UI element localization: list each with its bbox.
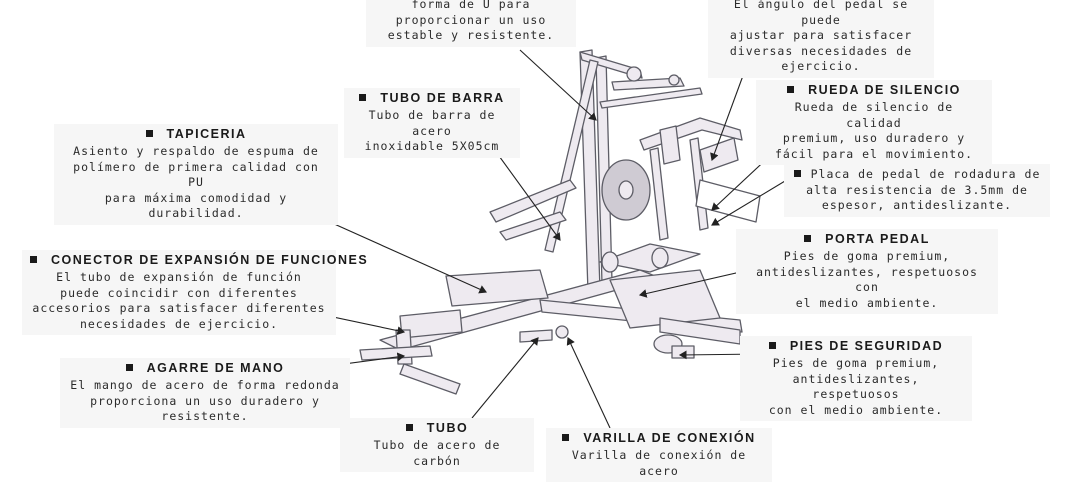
callout-title: AGARRE DE MANO: [68, 361, 342, 375]
callout-body: Asiento y respaldo de espuma de polímero…: [73, 144, 319, 220]
square-bullet-icon: [768, 342, 776, 349]
callout-pedal-angle: El ángulo del pedal se puede ajustar par…: [708, 0, 934, 78]
callout-body: El mango de acero de forma redonda propo…: [70, 378, 340, 423]
callout-body: Placa de pedal de rodadura de alta resis…: [792, 167, 1042, 214]
square-bullet-icon: [359, 94, 367, 101]
callout-body: Tubo de barra de acero inoxidable 5X05cm: [364, 108, 500, 153]
callout-body: Tubo de acero de carbón: [373, 438, 501, 468]
callout-placa-pedal: Placa de pedal de rodadura de alta resis…: [784, 164, 1050, 217]
callout-conector-expansion: CONECTOR DE EXPANSIÓN DE FUNCIONES El tu…: [22, 250, 367, 335]
callout-u-frame: forma de U para proporcionar un uso esta…: [366, 0, 576, 47]
callout-body: Pies de goma premium, antideslizantes, r…: [768, 356, 944, 417]
callout-title: CONECTOR DE EXPANSIÓN DE FUNCIONES: [30, 253, 367, 267]
callout-body: forma de U para proporcionar un uso esta…: [387, 0, 555, 42]
callout-title: TUBO DE BARRA: [352, 91, 512, 105]
callout-title: PORTA PEDAL: [744, 232, 990, 246]
callout-porta-pedal: PORTA PEDAL Pies de goma premium, antide…: [736, 229, 998, 314]
square-bullet-icon: [562, 434, 570, 441]
callout-pies-de-seguridad: PIES DE SEGURIDAD Pies de goma premium, …: [740, 336, 972, 421]
callout-tubo: TUBO Tubo de acero de carbón: [340, 418, 534, 472]
square-bullet-icon: [30, 256, 37, 263]
square-bullet-icon: [125, 364, 133, 371]
callout-title: TUBO: [348, 421, 526, 435]
callout-body: El tubo de expansión de función puede co…: [32, 270, 326, 331]
callout-agarre-de-mano: AGARRE DE MANO El mango de acero de form…: [60, 358, 350, 428]
callout-body: Varilla de conexión de acero: [571, 448, 747, 478]
square-bullet-icon: [793, 170, 801, 177]
callout-body: El ángulo del pedal se puede ajustar par…: [729, 0, 913, 73]
callout-tubo-de-barra: TUBO DE BARRA Tubo de barra de acero ino…: [344, 88, 520, 158]
callout-varilla-de-conexion: VARILLA DE CONEXIÓN Varilla de conexión …: [546, 428, 772, 482]
callout-tapiceria: TAPICERIA Asiento y respaldo de espuma d…: [54, 124, 338, 225]
square-bullet-icon: [405, 424, 413, 431]
callout-title: VARILLA DE CONEXIÓN: [554, 431, 764, 445]
square-bullet-icon: [145, 130, 153, 137]
machine-frame: [359, 49, 761, 395]
callout-body: Pies de goma premium, antideslizantes, r…: [756, 249, 978, 310]
callout-rueda-de-silencio: RUEDA DE SILENCIO Rueda de silencio de c…: [756, 80, 992, 165]
square-bullet-icon: [804, 235, 812, 242]
callout-body: Rueda de silencio de calidad premium, us…: [774, 100, 974, 161]
callout-title: TAPICERIA: [62, 127, 330, 141]
callout-title: PIES DE SEGURIDAD: [748, 339, 964, 353]
callout-title: RUEDA DE SILENCIO: [764, 83, 984, 97]
square-bullet-icon: [787, 86, 795, 93]
